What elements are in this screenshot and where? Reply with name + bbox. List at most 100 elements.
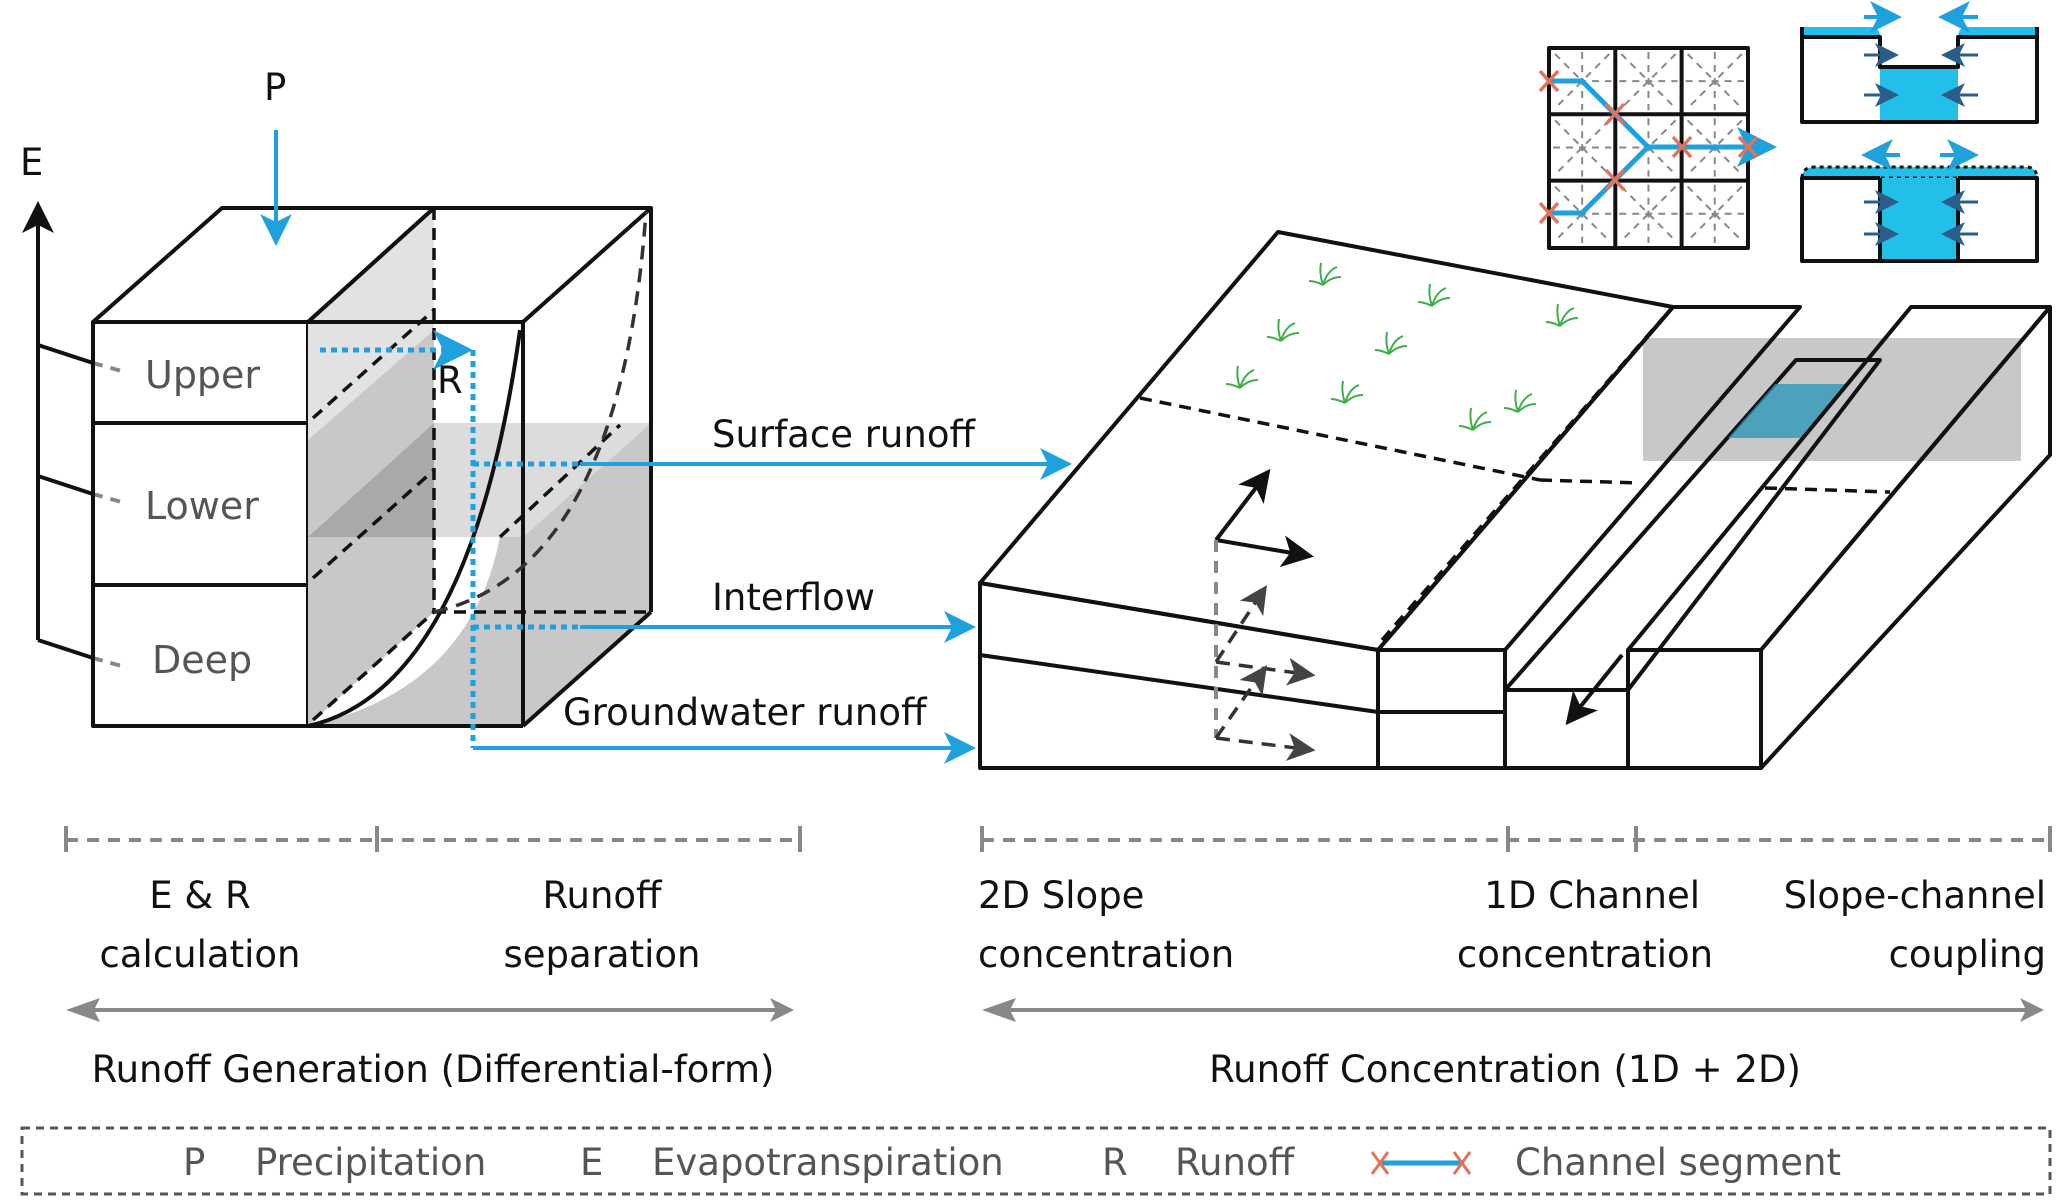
grid-cell [1685, 52, 1744, 111]
concentration-title: Runoff Concentration (1D + 2D) [1209, 1048, 1801, 1091]
stage-channel-line1: 1D Channel [1484, 874, 1700, 917]
bracket-upper [37, 343, 94, 365]
channel-node-icon [1737, 135, 1759, 159]
legend-symbol-p: P [183, 1141, 205, 1184]
separation-box-edges [308, 206, 653, 324]
layer-deep-label: Deep [152, 638, 252, 682]
subsurface-right-2 [1215, 733, 1316, 761]
bank-left-front [1376, 648, 1507, 770]
channel-water-full [1880, 178, 1958, 261]
grass-tuft-icon [1225, 365, 1259, 389]
bank-right-front [1626, 648, 1763, 770]
legend-label-evapotranspiration: Evapotranspiration [652, 1141, 1004, 1184]
stage-runoff-sep-line2: separation [504, 933, 701, 976]
stage-channel-line2: concentration [1457, 933, 1713, 976]
slope-channel-model [978, 230, 2052, 770]
bracket-lower-dash [92, 492, 126, 505]
bracket-upper-dash [92, 361, 126, 374]
vegetation [1225, 262, 1579, 431]
concentration-scale: 2D Slope concentration 1D Channel concen… [978, 826, 2052, 1091]
slope-grid-dash-3 [1380, 316, 1665, 642]
grass-tuft-icon [1308, 262, 1342, 286]
legend-label-channel-segment: Channel segment [1515, 1141, 1841, 1184]
stage-er-calc-line2: calculation [100, 933, 301, 976]
grass-tuft-icon [1545, 303, 1579, 327]
subsurface-up-1 [1214, 585, 1267, 663]
bracket-lower [37, 474, 94, 496]
grass-tuft-icon [1503, 389, 1537, 413]
slope-grid-dash-2 [1539, 478, 1641, 485]
floodplain-water-left [1802, 27, 1880, 37]
grass-tuft-icon [1374, 331, 1408, 355]
grass-tuft-icon [1266, 318, 1300, 342]
legend-label-runoff: Runoff [1175, 1141, 1296, 1184]
stage-er-calc-line1: E & R [149, 874, 250, 917]
grass-tuft-icon [1458, 407, 1492, 431]
generation-scale: E & R calculation Runoff separation Runo… [64, 826, 802, 1091]
hidden-diag-3 [311, 610, 436, 722]
slope-axis-up [1214, 468, 1271, 542]
channel-grid-inset [1538, 46, 1777, 250]
channel-segment-icon [1370, 1151, 1472, 1175]
grass-tuft-icon [1330, 380, 1364, 404]
layer-upper-label: Upper [145, 353, 260, 397]
soil-column: E Upper Lower Deep [20, 66, 653, 748]
stage-runoff-sep-line1: Runoff [542, 874, 663, 917]
precipitation-label: P [264, 66, 286, 109]
channel-node-icon [1538, 69, 1560, 93]
legend-symbol-e: E [580, 1141, 603, 1184]
surface-runoff-label: Surface runoff [712, 413, 976, 456]
stage-slope-line2: concentration [978, 933, 1234, 976]
runoff-label: R [437, 359, 463, 402]
stage-coupling-line2: coupling [1889, 933, 2046, 976]
stage-coupling-line1: Slope-channel [1784, 874, 2046, 917]
slope-top-face [978, 230, 1675, 652]
concentration-arrow-left-head [982, 998, 1016, 1022]
grid-cell [1553, 118, 1612, 177]
grass-tuft-icon [1417, 283, 1451, 307]
subsurface-right-1 [1215, 657, 1316, 686]
section-outline [1800, 27, 2039, 124]
legend-symbol-r: R [1102, 1141, 1128, 1184]
generation-title: Runoff Generation (Differential-form) [92, 1048, 775, 1091]
slope-layer-boundary [979, 653, 1379, 714]
channel-node-icon [1671, 135, 1693, 159]
legend: P Precipitation E Evapotranspiration R R… [20, 1126, 2052, 1196]
channel-water-shadow [1728, 384, 1845, 438]
cross-section-overbank [1800, 1, 2039, 124]
column-back-divider [306, 206, 436, 324]
flow-arrows: Surface runoff Interflow Groundwater run… [473, 413, 1072, 764]
separation-white-gap [308, 537, 500, 726]
legend-box [20, 1126, 2052, 1196]
grid-cell [1619, 184, 1678, 243]
stage-slope-line1: 2D Slope [978, 874, 1144, 917]
legend-label-precipitation: Precipitation [255, 1141, 486, 1184]
hidden-diag-1 [311, 308, 436, 420]
separation-shadow-dark [308, 423, 434, 537]
subsurface-up-2 [1214, 665, 1268, 740]
channel-flow-arrow [1565, 653, 1624, 726]
layer-lower-label: Lower [145, 484, 259, 528]
separation-bottom-right-edge [521, 610, 653, 728]
channel-front [1503, 688, 1630, 770]
channel-network-branch [1549, 145, 1650, 216]
runoff-curve-dashed [433, 211, 648, 614]
bracket-deep [37, 638, 94, 660]
hidden-diag-4 [498, 423, 622, 539]
slope-axis-right [1215, 535, 1314, 568]
groundwater-runoff-label: Groundwater runoff [563, 691, 928, 734]
slope-grid-dash-4 [1764, 486, 1891, 494]
grid-cell [1619, 52, 1678, 111]
cross-section-overflow [1800, 139, 2039, 263]
interflow-label: Interflow [712, 576, 875, 619]
cross-section-inset [1800, 1, 2039, 263]
channel-node-icon [1604, 168, 1626, 192]
separation-right-lower [523, 423, 651, 726]
slope-grid-dash-1 [1139, 396, 1541, 482]
channel-node-icon [1604, 102, 1626, 126]
grid-cell [1685, 184, 1744, 243]
hidden-diag-2 [311, 468, 436, 580]
floodplain-water-right [1958, 27, 2037, 37]
slope-front-face [978, 581, 1380, 770]
